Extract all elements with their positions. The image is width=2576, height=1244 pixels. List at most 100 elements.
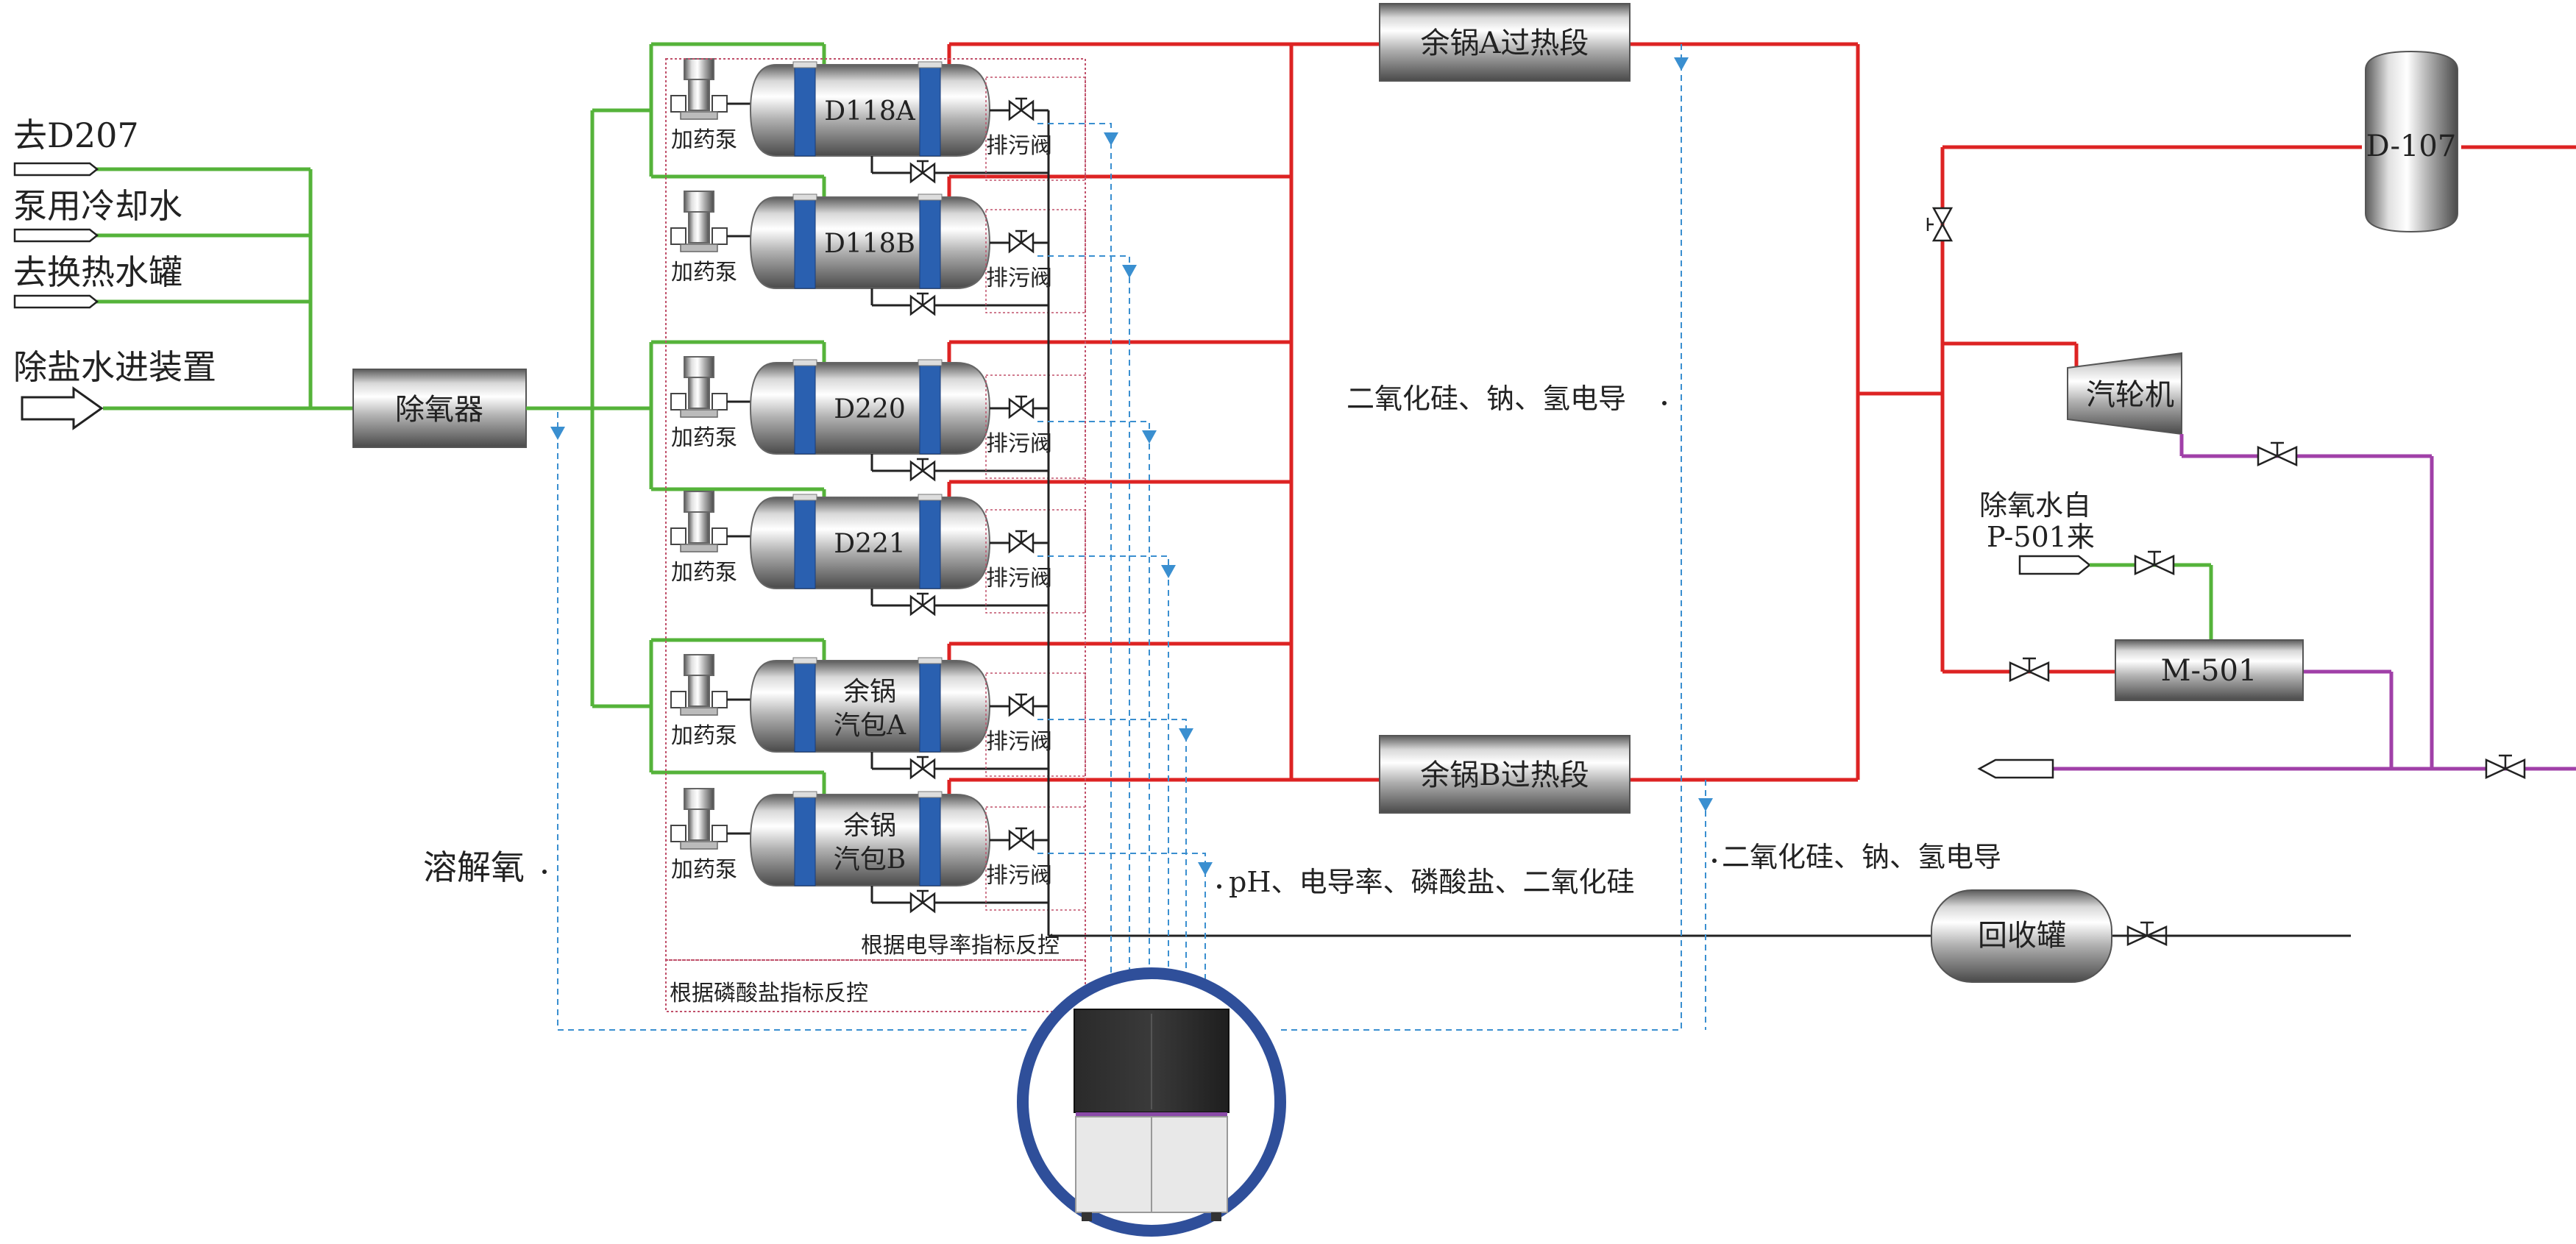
drum-control-box xyxy=(985,374,1086,479)
drum-label-line2: 汽包B xyxy=(834,845,906,875)
superheater-b[interactable]: 余锅B过热段 xyxy=(1379,735,1631,814)
superheater-b-label: 余锅B过热段 xyxy=(1420,758,1589,792)
drum-label: D221 xyxy=(834,529,906,559)
blowdown-valve-label: 排污阀 xyxy=(986,566,1052,591)
drum-body xyxy=(749,791,991,886)
drum-control-box xyxy=(985,77,1086,181)
condensate-valve-icon[interactable] xyxy=(2257,441,2298,466)
steam-valve-m501-icon[interactable] xyxy=(2009,657,2050,682)
sample-lines xyxy=(550,44,1713,1031)
drum-label: 余锅 xyxy=(843,811,896,841)
deaerator[interactable]: 除氧器 xyxy=(352,369,527,448)
deaerated-water-label-2: P-501来 xyxy=(1987,521,2095,553)
drain-valve-icon[interactable] xyxy=(909,160,936,184)
drum-label-line2: 汽包A xyxy=(834,711,906,741)
drain-valve-icon[interactable] xyxy=(909,458,936,482)
label-to-d207: 去D207 xyxy=(13,115,139,155)
blowdown-valve-icon[interactable] xyxy=(1008,827,1035,851)
blowdown-valve-icon[interactable] xyxy=(1008,97,1035,121)
condensate-lines xyxy=(1977,434,2576,779)
drum-control-box xyxy=(985,806,1086,911)
steam-valve-vertical[interactable] xyxy=(1926,207,1954,242)
sample-arrow-icon xyxy=(1179,728,1193,742)
drain-valve-icon[interactable] xyxy=(909,756,936,780)
dosing-pump-label: 加药泵 xyxy=(671,857,737,883)
drum-label: D118A xyxy=(824,96,916,127)
annotation-dissolved-oxygen: 溶解氧 xyxy=(423,847,525,887)
sample-arrow-icon xyxy=(1674,57,1689,71)
sample-arrow-icon xyxy=(550,427,565,440)
label-desalted-water-in: 除盐水进装置 xyxy=(13,347,216,387)
annotation-sio2-top: 二氧化硅、钠、氢电导 xyxy=(1346,383,1626,415)
dosing-pump-icon[interactable] xyxy=(670,788,728,850)
drum-body xyxy=(749,61,991,157)
blowdown-valve-icon[interactable] xyxy=(1008,530,1035,554)
drain-valve-icon[interactable] xyxy=(909,292,936,316)
online-analyzer[interactable] xyxy=(1017,967,1286,1237)
blowdown-valve-icon[interactable] xyxy=(1008,693,1035,717)
superheater-a[interactable]: 余锅A过热段 xyxy=(1379,3,1631,82)
annotation-dot xyxy=(1217,884,1221,889)
drum-control-box xyxy=(985,209,1086,313)
dosing-pump-icon[interactable] xyxy=(670,58,728,120)
outlet-arrow-cooling xyxy=(13,228,99,243)
drain-valve-icon[interactable] xyxy=(909,889,936,914)
annotation-dot xyxy=(542,870,547,874)
annotation-sio2-bottom: 二氧化硅、钠、氢电导 xyxy=(1722,841,2001,873)
condensate-out-valve-icon[interactable] xyxy=(2485,754,2526,779)
drum-body xyxy=(749,657,991,753)
label-to-heat-tank: 去换热水罐 xyxy=(13,252,182,292)
dosing-pump-label: 加药泵 xyxy=(671,127,737,153)
turbine[interactable]: 汽轮机 xyxy=(2067,352,2182,436)
exchanger-m501[interactable]: M-501 xyxy=(2115,639,2304,701)
m501-label: M-501 xyxy=(2161,654,2257,688)
sample-arrow-icon xyxy=(1142,430,1157,444)
dosing-pump-icon[interactable] xyxy=(670,654,728,716)
outlet-arrow-heat-tank xyxy=(13,294,99,309)
drum-body xyxy=(749,359,991,455)
turbine-label: 汽轮机 xyxy=(2086,378,2174,412)
drain-valve-icon[interactable] xyxy=(909,592,936,616)
steam-lines xyxy=(947,42,2576,802)
blowdown-valve-icon[interactable] xyxy=(1008,395,1035,419)
vessel-d107[interactable]: D-107 xyxy=(2365,50,2458,233)
sample-arrow-icon xyxy=(1161,565,1176,578)
blowdown-valve-label: 排污阀 xyxy=(986,431,1052,457)
recovery-tank-label: 回收罐 xyxy=(1978,919,2066,953)
recovery-valve-icon[interactable] xyxy=(2126,921,2168,946)
inlet-arrow xyxy=(21,386,104,430)
annotation-dot xyxy=(1712,859,1717,863)
drum-control-box xyxy=(985,509,1086,614)
annotation-dot xyxy=(1662,401,1667,405)
drum-label: D220 xyxy=(834,394,906,424)
deaerated-water-line xyxy=(2018,555,2213,640)
drum-d220[interactable]: 加药泵 D220 排污阀 xyxy=(670,356,1086,482)
control-boxes xyxy=(665,58,1086,1012)
deaerated-water-valve-icon[interactable] xyxy=(2134,550,2175,575)
drum-label: 余锅 xyxy=(843,677,896,707)
blowdown-valve-icon[interactable] xyxy=(1008,230,1035,254)
deaerated-water-label-1: 除氧水自 xyxy=(1979,489,2091,522)
dosing-pump-icon[interactable] xyxy=(670,191,728,252)
recovery-tank[interactable]: 回收罐 xyxy=(1931,889,2112,983)
outlet-arrow-d207 xyxy=(13,162,99,177)
drum-body xyxy=(749,494,991,589)
sample-arrow-icon xyxy=(1698,798,1713,811)
dosing-pump-icon[interactable] xyxy=(670,491,728,552)
sample-arrow-icon xyxy=(1122,265,1137,278)
superheater-a-label: 余锅A过热段 xyxy=(1421,26,1589,60)
drum-control-box xyxy=(985,672,1086,777)
dosing-pump-label: 加药泵 xyxy=(671,260,737,285)
vessel-d107-label: D-107 xyxy=(2366,129,2457,163)
left-feed-lines: 去D207 泵用冷却水 去换热水罐 除盐水进装置 xyxy=(13,115,353,430)
dosing-pump-icon[interactable] xyxy=(670,356,728,418)
deaerator-label: 除氧器 xyxy=(395,393,483,427)
drum-label: D118B xyxy=(824,229,915,259)
drum-body xyxy=(749,193,991,289)
dosing-pump-label: 加药泵 xyxy=(671,425,737,451)
